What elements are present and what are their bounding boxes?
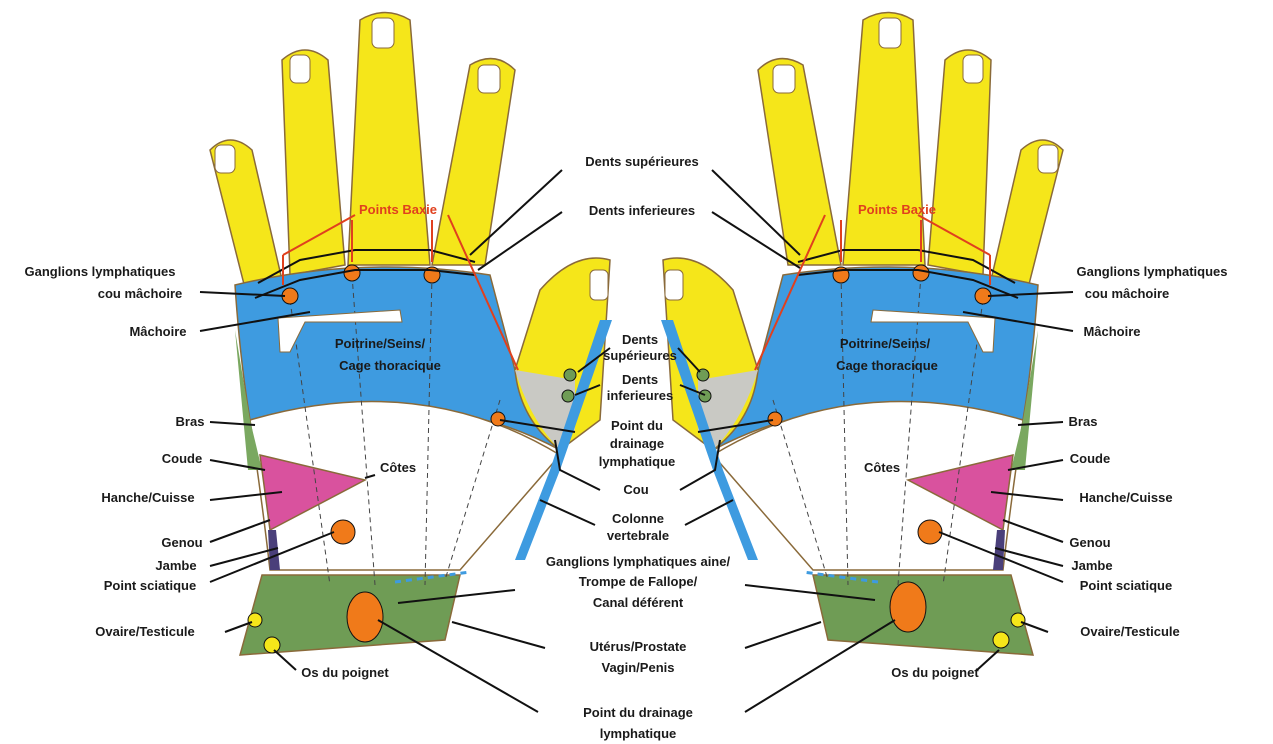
label-machoire-right: Mâchoire [1083,324,1140,339]
label-points-baxie-left: Points Baxie [359,202,437,217]
labels: Dents supérieures Dents inferieures Poin… [25,154,1228,741]
left-ovary-point [248,613,262,627]
label-poitrine-right-2: Cage thoracique [836,358,938,373]
label-thumb-dents-inf-1: Dents [622,372,658,387]
label-dents-superieures: Dents supérieures [585,154,698,169]
label-os-left: Os du poignet [301,665,389,680]
label-poitrine-left-2: Cage thoracique [339,358,441,373]
label-cotes-right: Côtes [864,460,900,475]
left-thumb-drainage-point [491,412,505,426]
label-uterus-2: Vagin/Penis [602,660,675,675]
left-wrist-bone-point [264,637,280,653]
left-drainage-point [347,592,383,642]
label-bottom-drainage-2: lymphatique [600,726,677,741]
label-points-baxie-right: Points Baxie [858,202,936,217]
left-teeth-point-2 [562,390,574,402]
left-fingers [210,13,515,301]
label-bras-right: Bras [1069,414,1098,429]
label-genou-left: Genou [161,535,202,550]
label-uterus-1: Utérus/Prostate [590,639,687,654]
label-thumb-dents-sup-1: Dents [622,332,658,347]
label-aine-2: Trompe de Fallope/ [579,574,698,589]
label-drainage-3: lymphatique [599,454,676,469]
label-colonne-2: vertebrale [607,528,669,543]
label-ovaire-right: Ovaire/Testicule [1080,624,1179,639]
label-cotes-left: Côtes [380,460,416,475]
label-cou: Cou [623,482,648,497]
label-colonne-1: Colonne [612,511,664,526]
label-coude-right: Coude [1070,451,1110,466]
label-ganglions-left-1: Ganglions lymphatiques [25,264,176,279]
label-hanche-left: Hanche/Cuisse [101,490,194,505]
left-sciatic-point [331,520,355,544]
label-aine-3: Canal déférent [593,595,684,610]
label-drainage-1: Point du [611,418,663,433]
label-ganglions-right-2: cou mâchoire [1085,286,1170,301]
left-teeth-point-1 [564,369,576,381]
label-ganglions-right-1: Ganglions lymphatiques [1077,264,1228,279]
label-bottom-drainage-1: Point du drainage [583,705,693,720]
label-poitrine-right-1: Poitrine/Seins/ [840,336,931,351]
label-thumb-dents-inf-2: inferieures [607,388,673,403]
label-dents-inferieures: Dents inferieures [589,203,695,218]
label-bras-left: Bras [176,414,205,429]
label-coude-left: Coude [162,451,202,466]
label-jambe-right: Jambe [1071,558,1112,573]
label-thumb-dents-sup-2: supérieures [603,348,677,363]
label-jambe-left: Jambe [155,558,196,573]
label-hanche-right: Hanche/Cuisse [1079,490,1172,505]
label-aine-1: Ganglions lymphatiques aine/ [546,554,731,569]
label-machoire-left: Mâchoire [129,324,186,339]
label-ganglions-left-2: cou mâchoire [98,286,183,301]
label-sciatique-right: Point sciatique [1080,578,1172,593]
label-sciatique-left: Point sciatique [104,578,196,593]
label-poitrine-left-1: Poitrine/Seins/ [335,336,426,351]
left-ganglion-point-2 [344,265,360,281]
label-os-right: Os du poignet [891,665,979,680]
label-ovaire-left: Ovaire/Testicule [95,624,194,639]
label-genou-right: Genou [1069,535,1110,550]
label-drainage-2: drainage [610,436,664,451]
